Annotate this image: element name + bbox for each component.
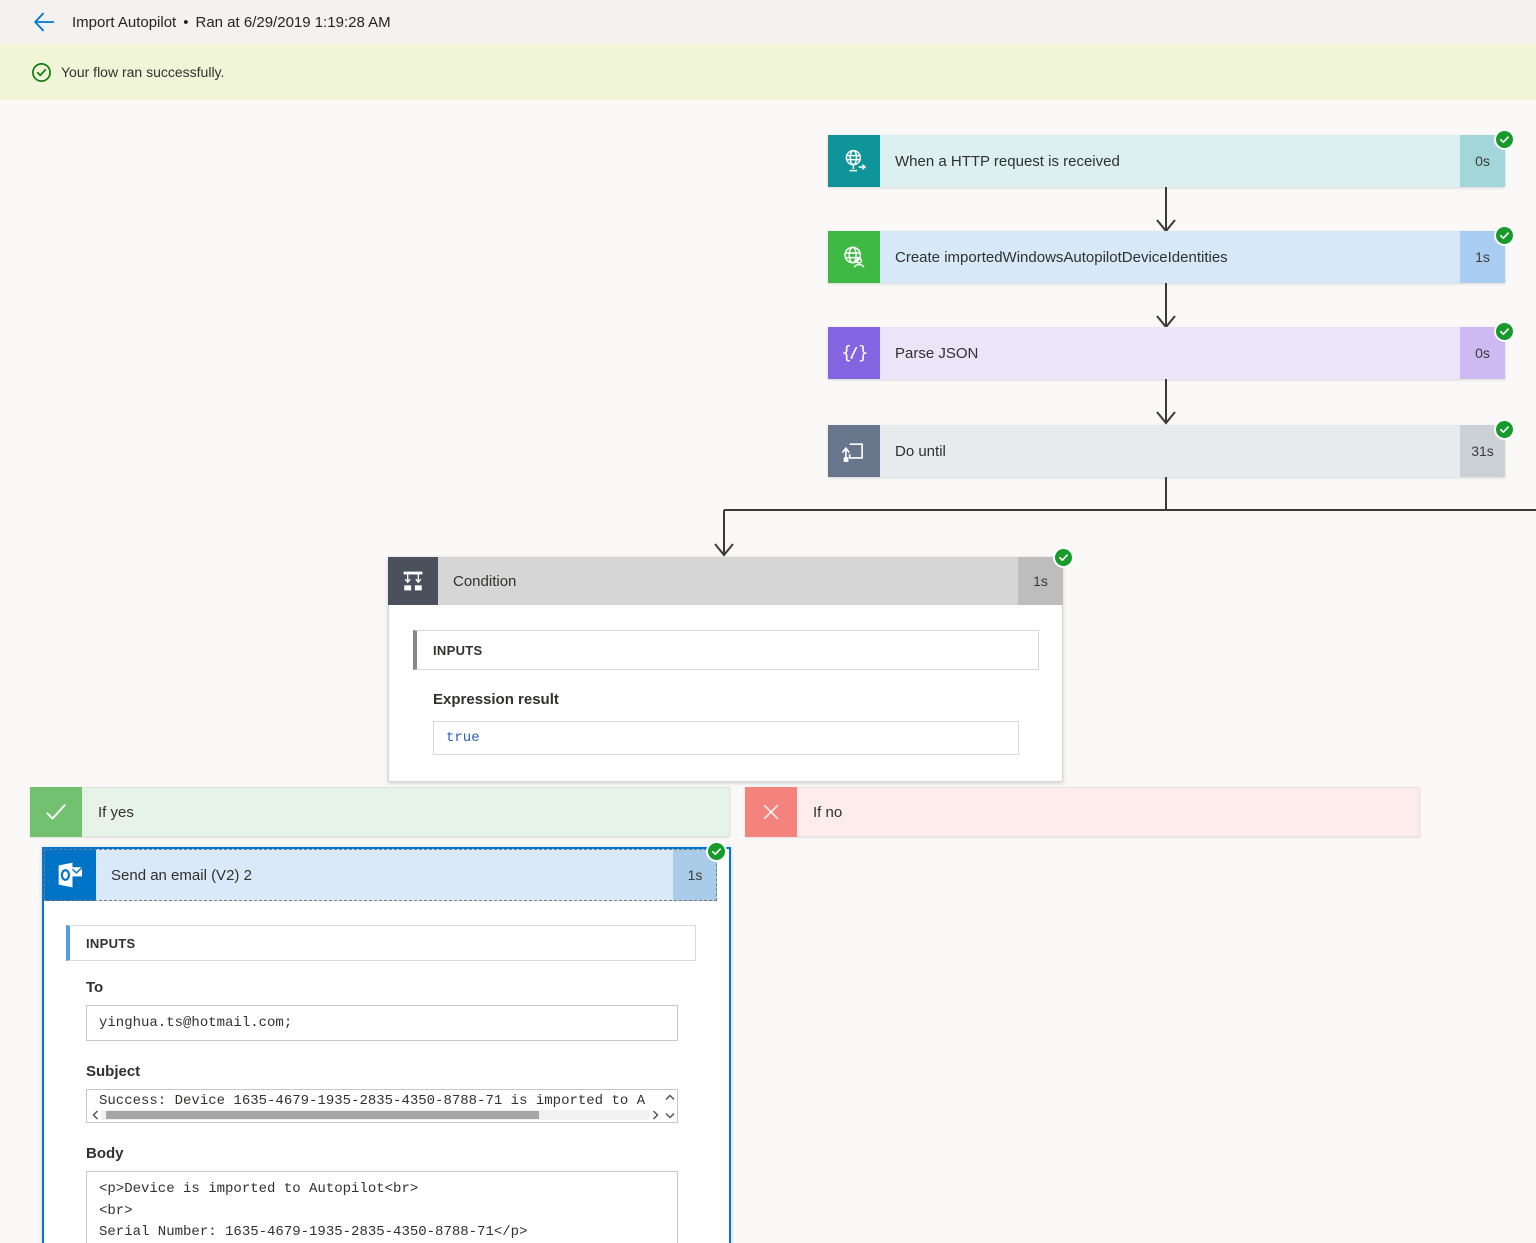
scroll-right-icon[interactable] <box>649 1109 661 1121</box>
circled-check-icon <box>31 61 53 83</box>
graph-globe-icon <box>828 231 880 283</box>
flow-canvas: When a HTTP request is received 0s Crea <box>0 100 1536 1243</box>
step-title-bar: Create importedWindowsAutopilotDeviceIde… <box>880 231 1460 283</box>
inputs-label: INPUTS <box>86 935 136 951</box>
subject-label: Subject <box>86 1063 141 1080</box>
banner-message: Your flow ran successfully. <box>61 64 225 80</box>
to-label: To <box>86 979 104 996</box>
expression-result-label: Expression result <box>433 691 559 708</box>
step-title: Condition <box>453 572 517 590</box>
step-create-autopilot-identities[interactable]: Create importedWindowsAutopilotDeviceIde… <box>828 225 1515 283</box>
step-title-bar: Send an email (V2) 2 <box>96 849 673 901</box>
scroll-left-icon[interactable] <box>89 1109 101 1121</box>
success-banner: Your flow ran successfully. <box>0 44 1536 100</box>
subject-value-box: Success: Device 1635-4679-1935-2835-4350… <box>86 1089 678 1123</box>
branch-if-no[interactable]: If no <box>745 787 1420 837</box>
connector-arrow-down <box>1156 379 1176 425</box>
send-email-details-panel: INPUTS To yinghua.ts@hotmail.com; Subjec… <box>44 901 729 1243</box>
horizontal-scrollbar[interactable] <box>89 1109 661 1121</box>
svg-text:{: { <box>841 343 851 363</box>
inputs-section-header[interactable]: INPUTS <box>66 925 696 961</box>
scrollbar-thumb[interactable] <box>106 1111 540 1119</box>
condition-details-panel: INPUTS Expression result true <box>388 605 1063 782</box>
check-icon <box>30 787 82 837</box>
inputs-label: INPUTS <box>433 642 483 658</box>
success-badge-icon <box>1494 321 1515 342</box>
step-title-bar: Do until <box>880 425 1460 477</box>
send-email-card: Send an email (V2) 2 1s INPUTS To yinghu… <box>42 841 731 1243</box>
outlook-icon <box>44 849 96 901</box>
connector-arrow-down <box>1156 283 1176 329</box>
scroll-up-icon[interactable] <box>664 1091 676 1103</box>
step-parse-json[interactable]: { } Parse JSON 0s <box>828 321 1515 379</box>
expression-result-value: true <box>446 730 480 746</box>
branch-label: If no <box>813 803 843 821</box>
step-duration: 31s <box>1460 425 1505 477</box>
step-title-bar: Condition <box>438 557 1018 605</box>
title-separator: • <box>183 13 189 31</box>
to-value-box: yinghua.ts@hotmail.com; <box>86 1005 678 1041</box>
condition-card: Condition 1s INPUTS Expression result tr… <box>388 547 1074 782</box>
success-badge-icon <box>1494 419 1515 440</box>
success-badge-icon <box>706 841 727 862</box>
body-value-box: <p>Device is imported to Autopilot<br> <… <box>86 1171 678 1243</box>
page-title: Import Autopilot • Ran at 6/29/2019 1:19:2… <box>72 14 391 31</box>
scroll-down-icon[interactable] <box>664 1109 676 1121</box>
parse-json-icon: { } <box>828 327 880 379</box>
step-do-until[interactable]: Do until 31s <box>828 419 1515 477</box>
condition-branch-icon <box>388 557 438 605</box>
send-email-header[interactable]: Send an email (V2) 2 1s <box>44 841 727 901</box>
http-trigger-icon <box>828 135 880 187</box>
back-arrow-icon <box>34 12 55 32</box>
branch-label: If yes <box>98 803 134 821</box>
topbar: Import Autopilot • Ran at 6/29/2019 1:19:2… <box>0 0 1536 44</box>
step-title-bar: Parse JSON <box>880 327 1460 379</box>
step-when-http-request[interactable]: When a HTTP request is received 0s <box>828 129 1515 187</box>
connector-line <box>724 509 1536 511</box>
svg-text:}: } <box>858 343 868 363</box>
success-badge-icon <box>1494 129 1515 150</box>
step-title: Parse JSON <box>895 344 979 362</box>
step-title-bar: When a HTTP request is received <box>880 135 1460 187</box>
do-until-loop-icon <box>828 425 880 477</box>
inputs-section-header[interactable]: INPUTS <box>413 630 1039 670</box>
step-title: Send an email (V2) 2 <box>111 866 252 884</box>
connector-arrow-down <box>1156 187 1176 233</box>
vertical-scrollbar[interactable] <box>663 1091 676 1121</box>
branch-title-bar: If yes <box>82 787 730 837</box>
body-value-line: <br> <box>99 1202 133 1219</box>
x-icon <box>745 787 797 837</box>
back-button[interactable] <box>28 6 60 38</box>
success-badge-icon <box>1053 547 1074 568</box>
condition-header[interactable]: Condition 1s <box>388 547 1074 605</box>
expression-result-value-box: true <box>433 721 1019 755</box>
step-title: Do until <box>895 442 946 460</box>
step-title: Create importedWindowsAutopilotDeviceIde… <box>895 248 1228 266</box>
success-badge-icon <box>1494 225 1515 246</box>
body-value-line: Serial Number: 1635-4679-1935-2835-4350-… <box>99 1224 528 1240</box>
subject-value: Success: Device 1635-4679-1935-2835-4350… <box>99 1093 646 1109</box>
body-label: Body <box>86 1145 124 1162</box>
flow-name: Import Autopilot <box>72 13 177 31</box>
branch-title-bar: If no <box>797 787 1420 837</box>
branch-if-yes[interactable]: If yes <box>30 787 730 837</box>
connector-arrow-down <box>714 510 734 557</box>
body-value-line: <p>Device is imported to Autopilot<br> <box>99 1181 419 1197</box>
run-timestamp: Ran at 6/29/2019 1:19:28 AM <box>195 13 391 31</box>
to-value: yinghua.ts@hotmail.com; <box>99 1015 293 1031</box>
connector-line <box>1165 477 1167 511</box>
step-title: When a HTTP request is received <box>895 152 1120 170</box>
scrollbar-track[interactable] <box>101 1110 649 1120</box>
